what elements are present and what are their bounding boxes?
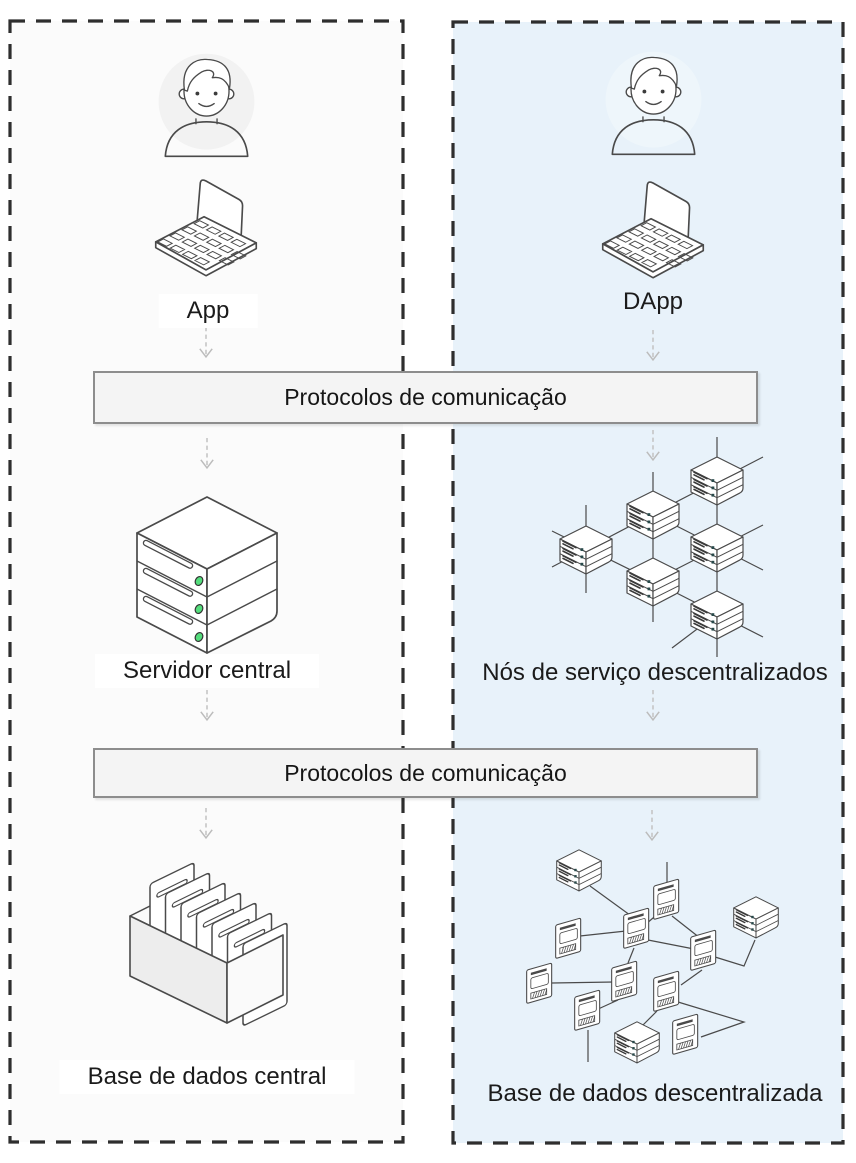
decentralized-database-label: Base de dados descentralizada [487, 1080, 823, 1107]
protocol-bar-bottom: Protocolos de comunicação [93, 748, 758, 798]
decentralized-nodes-label: Nós de serviço descentralizados [482, 659, 828, 686]
app-label: App [158, 294, 258, 328]
dapp-label: DApp [622, 288, 684, 315]
file-box-icon [129, 863, 287, 1026]
led-green-icon [194, 575, 204, 643]
server-icon [136, 496, 278, 654]
central-database-label: Base de dados central [59, 1060, 355, 1094]
server-network-icon [551, 437, 764, 657]
protocol-bar-top: Protocolos de comunicação [93, 371, 758, 424]
central-server-label: Servidor central [94, 654, 320, 688]
distributed-database-icon [525, 849, 779, 1064]
